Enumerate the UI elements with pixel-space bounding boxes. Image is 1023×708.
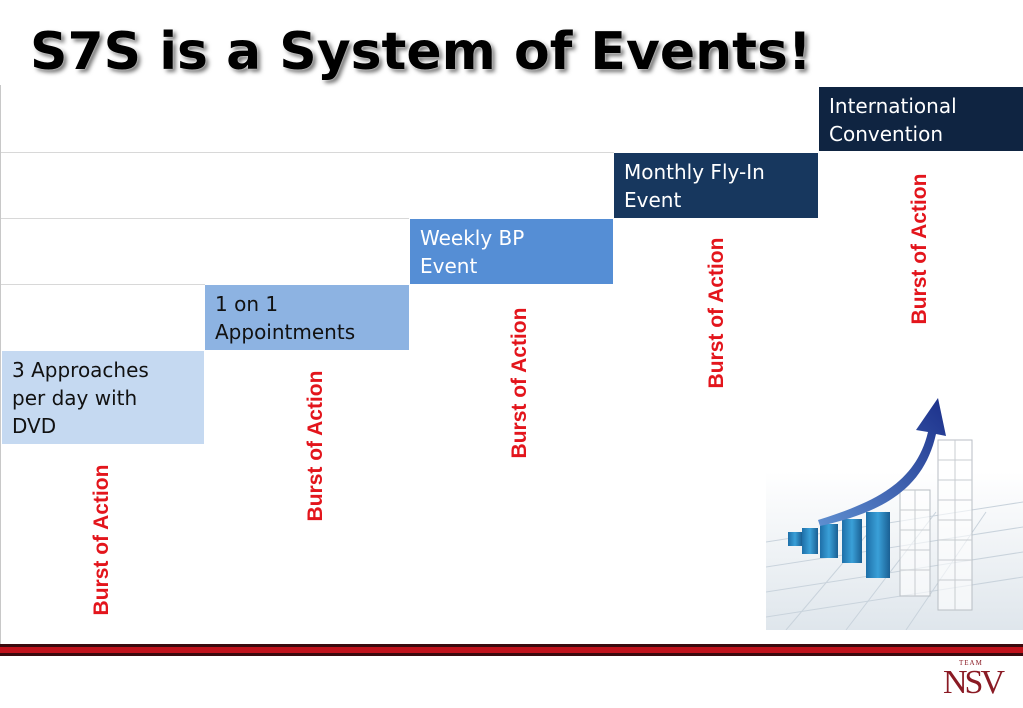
footer-band-dark-lower <box>0 653 1023 656</box>
step-approaches-line2: per day with <box>12 386 138 410</box>
burst-label-1: Burst of Action <box>90 464 113 616</box>
logo-small-text: TEAM <box>959 659 983 667</box>
growth-bar-chart-with-arrow-icon <box>766 398 1023 630</box>
step-international-convention: International Convention <box>819 87 1023 151</box>
step-appointments-line1: 1 on 1 <box>215 292 279 316</box>
step-weekly-bp-line1: Weekly BP <box>420 226 525 250</box>
step-approaches-line3: DVD <box>12 414 57 438</box>
burst-label-5: Burst of Action <box>908 173 931 325</box>
step-international-convention-line1: International <box>829 94 957 118</box>
footer-band-red <box>0 647 1023 653</box>
step-approaches-line1: 3 Approaches <box>12 358 149 382</box>
burst-label-2: Burst of Action <box>304 370 327 522</box>
grid-line <box>0 152 614 153</box>
step-weekly-bp-line2: Event <box>420 254 478 278</box>
step-monthly-fly-in: Monthly Fly-In Event <box>614 153 818 218</box>
burst-label-4: Burst of Action <box>705 237 728 389</box>
step-approaches: 3 Approaches per day with DVD <box>2 351 204 444</box>
footer-band-dark <box>0 644 1023 647</box>
left-border <box>0 85 1 645</box>
grid-line <box>0 284 205 285</box>
page-title: S7S is a System of Events! <box>30 22 812 82</box>
grid-line <box>0 218 409 219</box>
step-international-convention-line2: Convention <box>829 122 944 146</box>
logo-main-text: NSV <box>943 664 1005 701</box>
burst-label-3: Burst of Action <box>508 307 531 459</box>
step-weekly-bp: Weekly BP Event <box>410 219 613 284</box>
step-appointments-line2: Appointments <box>215 320 356 344</box>
step-monthly-fly-in-line2: Event <box>624 188 682 212</box>
step-appointments: 1 on 1 Appointments <box>205 285 409 350</box>
step-monthly-fly-in-line1: Monthly Fly-In <box>624 160 765 184</box>
